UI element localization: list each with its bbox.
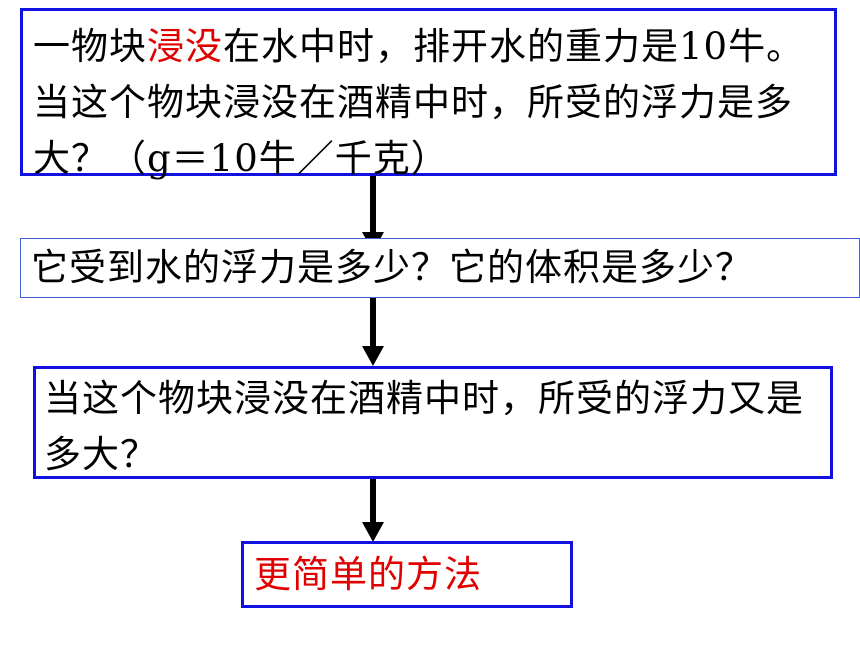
problem-highlight: 浸没 <box>147 25 223 68</box>
step1-box: 它受到水的浮力是多少？它的体积是多少？ <box>20 238 860 298</box>
problem-rest: 在水中时，排开水的重力是10牛。当这个物块浸没在酒精中时，所受的浮力是多大？（g… <box>33 25 805 180</box>
step3-text: 更简单的方法 <box>254 553 482 596</box>
problem-box: 一物块浸没在水中时，排开水的重力是10牛。当这个物块浸没在酒精中时，所受的浮力是… <box>20 8 837 180</box>
step2-text: 当这个物块浸没在酒精中时，所受的浮力又是多大？ <box>44 377 804 476</box>
problem-text: 一物块浸没在水中时，排开水的重力是10牛。当这个物块浸没在酒精中时，所受的浮力是… <box>33 19 822 187</box>
arrow-3 <box>362 476 384 542</box>
step2-box: 当这个物块浸没在酒精中时，所受的浮力又是多大？ <box>33 366 833 479</box>
step3-box: 更简单的方法 <box>241 541 573 608</box>
step1-text: 它受到水的浮力是多少？它的体积是多少？ <box>31 246 753 289</box>
arrow-2 <box>362 290 384 366</box>
problem-prefix: 一物块 <box>33 25 147 68</box>
